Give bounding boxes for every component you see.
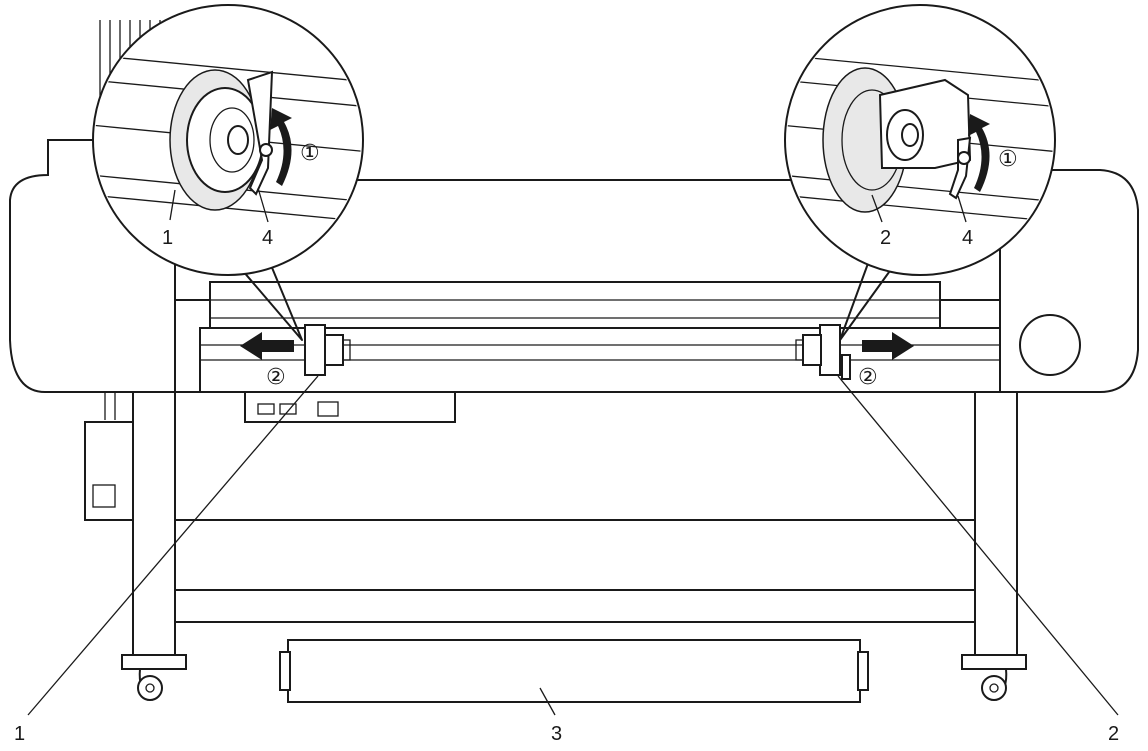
roll-core <box>279 639 869 703</box>
right-roll-holder <box>795 324 851 380</box>
zoom-label-lever-left: 4 <box>262 227 273 249</box>
zoom-label-lever-right: 4 <box>962 227 973 249</box>
zoom-label-holder-left: 1 <box>162 227 173 249</box>
leader-line-1 <box>27 375 319 716</box>
stand <box>121 391 1027 701</box>
leader-line-3 <box>539 687 556 716</box>
callout-2: 2 <box>1108 723 1119 745</box>
left-roll-holder <box>304 324 351 376</box>
zoom-label-holder-right: 2 <box>880 227 891 249</box>
left-zoom-pointer <box>224 249 303 341</box>
left-slide-arrow-icon <box>240 332 294 360</box>
callout-1: 1 <box>14 723 25 745</box>
right-slide-step: ② <box>858 365 878 390</box>
leader-line-2 <box>837 375 1119 716</box>
left-rotate-step: ① <box>300 141 320 166</box>
left-rotate-arrow-icon <box>270 108 292 186</box>
right-zoom-pointer <box>839 249 906 341</box>
right-rotate-step: ① <box>998 147 1018 172</box>
callout-3: 3 <box>551 723 562 745</box>
power-unit <box>84 392 136 521</box>
left-slide-step: ② <box>266 365 286 390</box>
right-zoom-circle <box>784 4 1056 276</box>
left-zoom-circle <box>92 4 364 276</box>
right-dial-icon <box>1019 314 1081 376</box>
right-rotate-arrow-icon <box>968 114 990 192</box>
right-slide-arrow-icon <box>862 332 914 360</box>
